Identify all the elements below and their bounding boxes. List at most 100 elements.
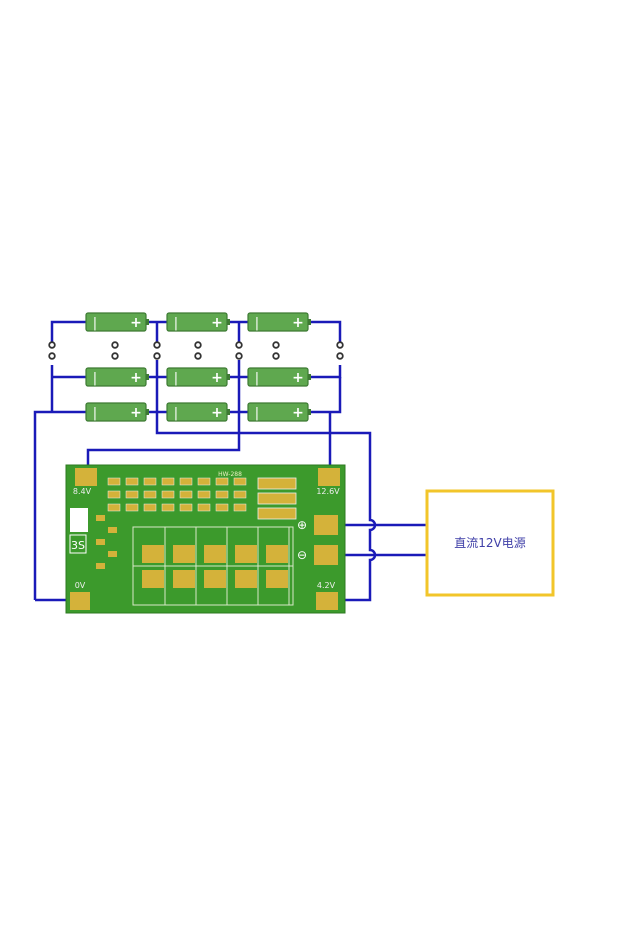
battery-terminal bbox=[308, 409, 311, 415]
terminal-circle bbox=[194, 352, 202, 360]
cell-count-label: 3S bbox=[71, 539, 85, 552]
battery-cell: |+ bbox=[247, 312, 311, 332]
mosfet-pad bbox=[204, 545, 226, 563]
smd-component bbox=[179, 503, 193, 512]
negative-sign: | bbox=[255, 371, 259, 386]
smd-component bbox=[161, 490, 175, 499]
smd-component bbox=[143, 477, 157, 486]
battery-cell: |+ bbox=[85, 402, 149, 422]
smd-component bbox=[215, 503, 229, 512]
smd-component bbox=[125, 490, 139, 499]
terminal-circle bbox=[153, 341, 161, 349]
smd-component bbox=[125, 503, 139, 512]
smd-component bbox=[197, 477, 211, 486]
wire-node-2-to-84v bbox=[86, 360, 241, 478]
terminal-circle bbox=[272, 352, 280, 360]
battery-terminal bbox=[227, 319, 230, 325]
mosfet-pad bbox=[142, 545, 164, 563]
resistor bbox=[257, 492, 297, 505]
terminal-circle bbox=[153, 352, 161, 360]
positive-sign: + bbox=[211, 370, 223, 386]
positive-sign: + bbox=[211, 315, 223, 331]
smd-component bbox=[233, 503, 247, 512]
smd-component bbox=[197, 490, 211, 499]
battery-terminal bbox=[146, 374, 149, 380]
smd-component bbox=[143, 490, 157, 499]
smd-component bbox=[233, 490, 247, 499]
battery-cell: |+ bbox=[166, 312, 230, 332]
negative-sign: | bbox=[255, 406, 259, 421]
pcb-board bbox=[65, 464, 346, 614]
plus-symbol: ⊕ bbox=[297, 518, 307, 532]
pcb-model-label: HW-288 bbox=[218, 471, 242, 478]
smd-component bbox=[107, 477, 121, 486]
battery-cell: |+ bbox=[247, 402, 311, 422]
pad-4-2v bbox=[316, 592, 338, 610]
pad-12-6v-label: 12.6V bbox=[316, 487, 340, 496]
mosfet-pad bbox=[204, 570, 226, 588]
negative-sign: | bbox=[93, 406, 97, 421]
smd-component bbox=[108, 551, 117, 557]
mosfet-pad bbox=[142, 570, 164, 588]
pad-8-4v bbox=[75, 468, 97, 486]
positive-sign: + bbox=[130, 370, 142, 386]
smd-component bbox=[179, 490, 193, 499]
smd-component bbox=[107, 490, 121, 499]
bms-pcb: 3S HW-288 8.4V 12.6V ⊕ ⊖ 0V 4.2V bbox=[65, 464, 346, 614]
battery-cell: |+ bbox=[247, 367, 311, 387]
positive-sign: + bbox=[292, 315, 304, 331]
mosfet-pad bbox=[266, 570, 288, 588]
positive-sign: + bbox=[211, 405, 223, 421]
pcb-components bbox=[96, 477, 297, 606]
battery-terminal bbox=[308, 374, 311, 380]
wire-node-1-to-42v bbox=[155, 360, 377, 602]
mosfet-pad bbox=[173, 545, 195, 563]
battery-cell: |+ bbox=[85, 367, 149, 387]
positive-sign: + bbox=[292, 405, 304, 421]
smd-component bbox=[125, 477, 139, 486]
terminal-circle bbox=[336, 352, 344, 360]
smd-component bbox=[96, 563, 105, 569]
terminal-circle bbox=[235, 352, 243, 360]
minus-symbol: ⊖ bbox=[297, 548, 307, 562]
battery-terminal bbox=[227, 374, 230, 380]
terminal-circle bbox=[336, 341, 344, 349]
power-supply-box bbox=[425, 489, 555, 597]
terminal-circle bbox=[272, 341, 280, 349]
positive-sign: + bbox=[130, 405, 142, 421]
smd-component bbox=[108, 527, 117, 533]
positive-sign: + bbox=[130, 315, 142, 331]
mosfet-pad bbox=[235, 545, 257, 563]
smd-component bbox=[215, 490, 229, 499]
terminal-circle bbox=[235, 341, 243, 349]
pad-8-4v-label: 8.4V bbox=[73, 487, 92, 496]
smd-component bbox=[215, 477, 229, 486]
smd-component bbox=[107, 503, 121, 512]
smd-component bbox=[96, 539, 105, 545]
negative-sign: | bbox=[93, 316, 97, 331]
terminal-circle bbox=[111, 341, 119, 349]
battery-cell: |+ bbox=[166, 367, 230, 387]
resistor bbox=[257, 477, 297, 490]
terminal-circle bbox=[48, 341, 56, 349]
pcb-label-block bbox=[70, 508, 88, 532]
pad-4-2v-label: 4.2V bbox=[317, 581, 336, 590]
positive-sign: + bbox=[292, 370, 304, 386]
negative-sign: | bbox=[255, 316, 259, 331]
terminal-circle bbox=[194, 341, 202, 349]
smd-component bbox=[96, 515, 105, 521]
smd-component bbox=[197, 503, 211, 512]
mosfet-pad bbox=[235, 570, 257, 588]
negative-sign: | bbox=[174, 406, 178, 421]
battery-terminal bbox=[146, 409, 149, 415]
mosfet-pad bbox=[173, 570, 195, 588]
mosfet-pad bbox=[266, 545, 288, 563]
batteries: |+|+|+|+|+|+|+|+|+ bbox=[85, 312, 311, 422]
pad-0v-label: 0V bbox=[75, 581, 86, 590]
resistor bbox=[257, 507, 297, 520]
smd-component bbox=[161, 503, 175, 512]
smd-component bbox=[233, 477, 247, 486]
terminal-circle bbox=[111, 352, 119, 360]
pad-12-6v bbox=[318, 468, 340, 486]
